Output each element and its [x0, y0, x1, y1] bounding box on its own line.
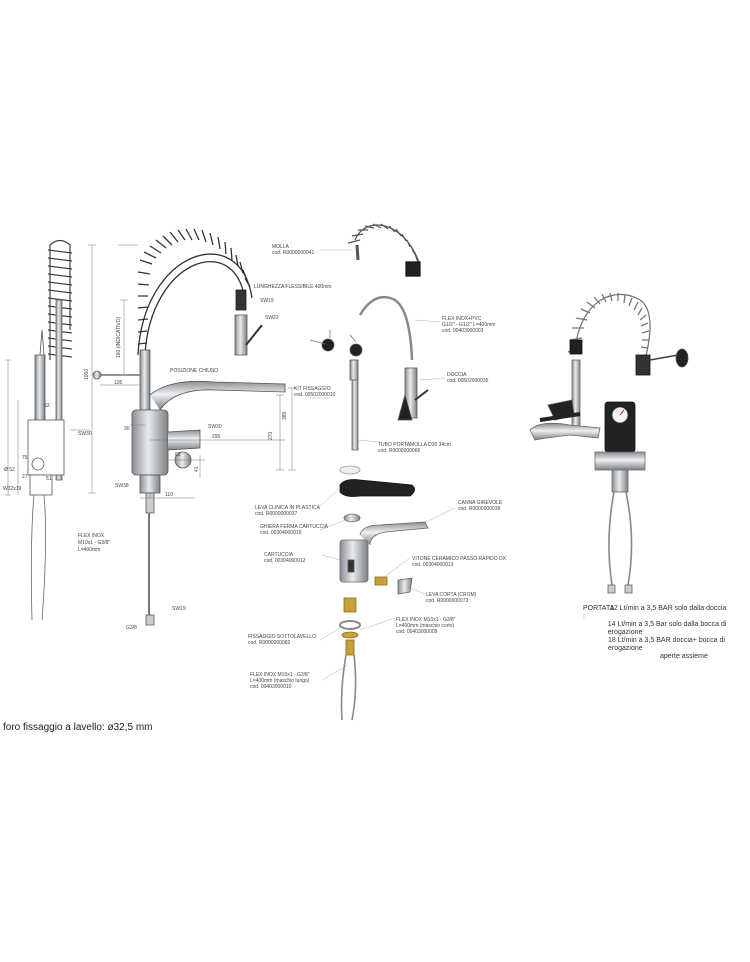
front-sw19b-label: SW19 — [172, 606, 186, 612]
front-g38-label: G3/8 — [126, 625, 137, 631]
front-spring — [137, 228, 253, 356]
exploded-spring — [347, 223, 421, 277]
front-dim-62: 62 — [175, 452, 181, 458]
portata-row-4: aperte assieme — [660, 653, 708, 660]
portata-row-1: 12 Lt/min a 3,5 BAR solo dalla doccia — [610, 605, 727, 612]
front-sw38-label: SW38 — [115, 483, 129, 489]
front-dim-295: 295 — [212, 434, 221, 440]
front-sw22-label: SW22 — [265, 315, 279, 321]
front-dim-1050: 1050 — [84, 368, 90, 380]
part-flex-inox-corto: FLEX INOX M10x1 - G3/8"L=400mm (maschio … — [396, 617, 456, 635]
side-dim-75: 75 — [22, 455, 28, 461]
front-dim-385: 385 — [282, 411, 288, 420]
side-dim-51: 51 — [46, 476, 52, 482]
side-dim-27: 27 — [22, 474, 28, 480]
side-dim-53: 53 — [44, 403, 50, 409]
portata-key: PORTATA : — [583, 605, 614, 620]
front-lunghezza-label: LUNGHEZZA FLESSIBILE 400mm — [254, 284, 332, 290]
front-posizione-label: POSIZIONE CHIUSO — [170, 368, 219, 374]
assembled-view — [529, 292, 689, 594]
part-flex-inox-lungo: FLEX INOX M10x1 - G3/8"L=400mm (maschio … — [250, 672, 310, 690]
front-dim-110: 110 — [165, 492, 173, 498]
side-phi52-label: Ø 52 — [4, 467, 15, 473]
front-dim-160: 160 (INDICATIVO) — [116, 316, 122, 358]
front-dim-30: 30 — [124, 426, 130, 432]
front-dim-135: 135 — [114, 380, 123, 386]
front-dim-41: 41 — [194, 466, 200, 472]
foro-fissaggio-note: foro fissaggio a lavello: ø32,5 mm — [3, 722, 153, 733]
side-flex-label-3: L=400mm — [78, 547, 101, 553]
side-flex-label-1: FLEX INOX — [78, 533, 105, 539]
front-sw19-label: SW19 — [260, 298, 274, 304]
side-view — [5, 239, 90, 621]
exploded-view — [309, 223, 456, 721]
side-sw30-label: SW30 — [78, 431, 92, 437]
side-flex-label-2: M10x1 - G3/8" — [78, 540, 111, 546]
front-dim-270: 270 — [268, 431, 274, 440]
part-leva-corta: LEVA CORTA (CROM)cod. R0000000073 — [426, 592, 477, 604]
front-view — [88, 228, 296, 626]
portata-row-3: 18 Lt/min a 3,5 BAR doccia+ bocca di ero… — [607, 637, 725, 652]
portata-row-2: 14 Lt/min a 3,5 Bar solo dalla bocca di … — [607, 621, 727, 636]
front-sw30-label: SW30 — [208, 424, 222, 430]
portata-block: PORTATA :12 Lt/min a 3,5 BAR solo dalla … — [583, 605, 750, 661]
side-w32-label: W32x19 — [3, 486, 22, 492]
